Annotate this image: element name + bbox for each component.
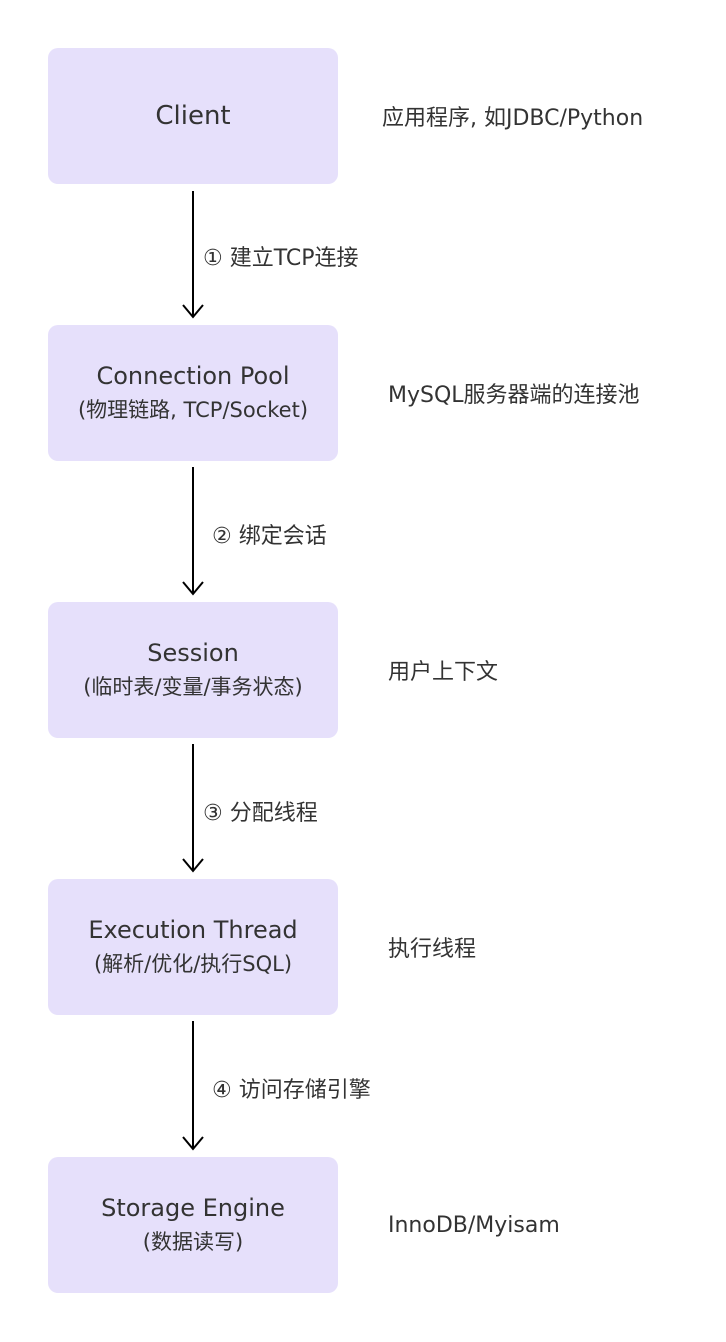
node-subtitle: (物理链路, TCP/Socket) bbox=[77, 398, 309, 422]
node-title: Execution Thread bbox=[88, 916, 298, 944]
node-title: Session bbox=[147, 639, 239, 667]
node-note-connection-pool: MySQL服务器端的连接池 bbox=[388, 383, 640, 408]
node-subtitle: (临时表/变量/事务状态) bbox=[83, 675, 303, 699]
edge-label-1: ① 建立TCP连接 bbox=[203, 246, 359, 271]
edge-label-2: ② 绑定会话 bbox=[212, 524, 327, 549]
node-note-execution-thread: 执行线程 bbox=[388, 937, 477, 962]
node-title: Connection Pool bbox=[96, 362, 290, 390]
node-subtitle: (数据读写) bbox=[142, 1230, 244, 1254]
arrow-3 bbox=[182, 744, 204, 873]
node-execution-thread: Execution Thread (解析/优化/执行SQL) bbox=[48, 879, 338, 1015]
node-note-client: 应用程序, 如JDBC/Python bbox=[382, 106, 644, 131]
node-title: Client bbox=[155, 101, 231, 131]
node-connection-pool: Connection Pool (物理链路, TCP/Socket) bbox=[48, 325, 338, 461]
node-note-session: 用户上下文 bbox=[388, 660, 499, 685]
node-storage-engine: Storage Engine (数据读写) bbox=[48, 1157, 338, 1293]
node-note-storage-engine: InnoDB/Myisam bbox=[388, 1212, 560, 1238]
node-session: Session (临时表/变量/事务状态) bbox=[48, 602, 338, 738]
node-subtitle: (解析/优化/执行SQL) bbox=[93, 952, 293, 976]
edge-label-3: ③ 分配线程 bbox=[203, 801, 318, 826]
node-title: Storage Engine bbox=[101, 1194, 285, 1222]
arrow-4 bbox=[182, 1021, 204, 1151]
edge-label-4: ④ 访问存储引擎 bbox=[212, 1078, 371, 1103]
node-client: Client bbox=[48, 48, 338, 184]
arrow-1 bbox=[182, 191, 204, 319]
arrow-2 bbox=[182, 467, 204, 596]
